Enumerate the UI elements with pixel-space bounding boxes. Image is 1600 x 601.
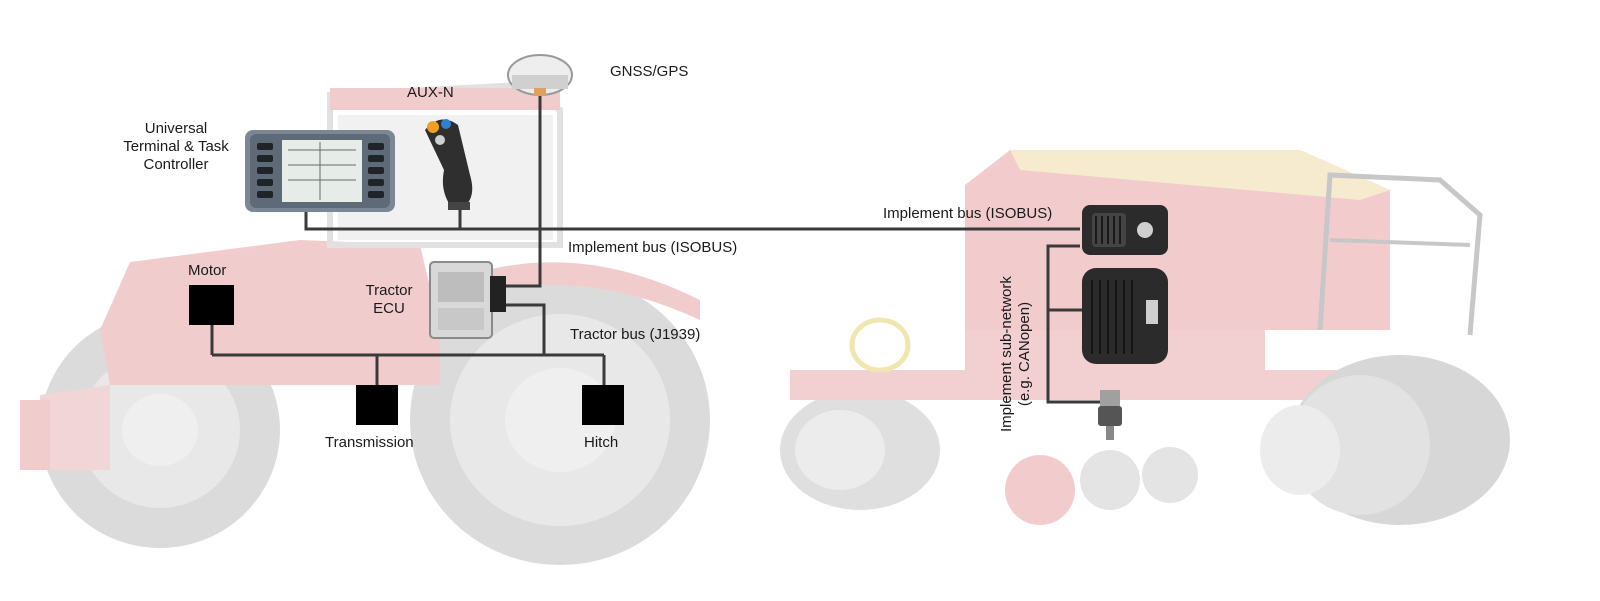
joystick-icon (425, 119, 473, 210)
motor-label: Motor (188, 262, 227, 279)
gnss-label: GNSS/GPS (610, 63, 689, 80)
transmission-node (356, 385, 398, 425)
subnet-line2: (e.g. CANopen) (1016, 301, 1033, 407)
implement-bus-implement-label: Implement bus (ISOBUS) (883, 205, 1053, 222)
transmission-label: Transmission (325, 434, 414, 451)
sensor-icon (1098, 390, 1122, 440)
implement-ecu-icon (1082, 205, 1168, 255)
ut-label-line1: Universal (144, 120, 208, 137)
hitch-label: Hitch (584, 434, 619, 451)
subnet-line1: Implement sub-network (998, 276, 1015, 432)
tractor-ecu-line2: ECU (373, 300, 405, 317)
ecu-to-tractor-bus (504, 303, 546, 355)
tractor-bus-label: Tractor bus (J1939) (570, 326, 701, 343)
implement-bus-tractor-label: Implement bus (ISOBUS) (568, 239, 738, 256)
gps-antenna-icon (507, 54, 573, 96)
subnet-label: Implement sub-network (e.g. CANopen) (998, 276, 1034, 432)
terminal-icon (245, 130, 395, 212)
tractor-ecu-line1: Tractor (365, 282, 413, 299)
gps-to-ecu-line (504, 90, 542, 288)
hitch-node (582, 385, 624, 425)
ecu-icon (429, 261, 506, 339)
implement-ecu-2-icon (1082, 268, 1168, 364)
ut-label: Universal Terminal & Task Controller (118, 120, 234, 174)
auxn-label: AUX-N (407, 84, 454, 101)
motor-node (189, 285, 234, 325)
ut-label-line2: Terminal & Task (123, 138, 229, 155)
subnet-line (1046, 244, 1110, 404)
tractor-ecu-label: Tractor ECU (358, 282, 420, 318)
ut-label-line3: Controller (143, 156, 209, 173)
